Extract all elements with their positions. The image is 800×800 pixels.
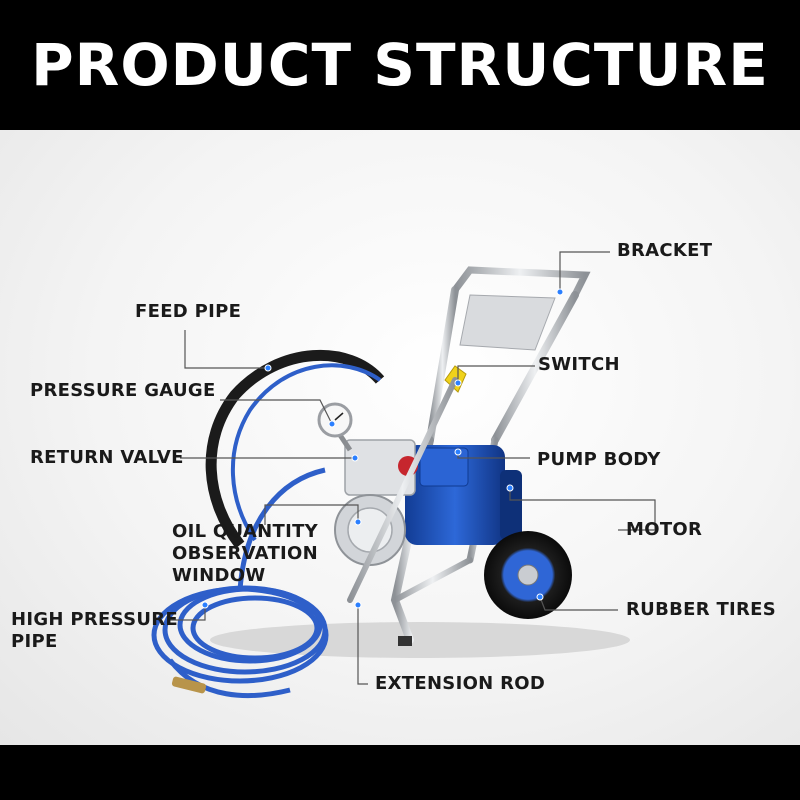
label-pump-body: PUMP BODY [537, 449, 661, 470]
label-oil-window-line1: OIL QUANTITY [172, 521, 318, 542]
label-motor: MOTOR [626, 519, 703, 540]
hose-fitting [171, 676, 207, 694]
paint-sprayer-illustration [151, 251, 656, 699]
label-high-pressure-line1: HIGH PRESSURE [11, 609, 179, 630]
label-oil-window-line3: WINDOW [172, 565, 266, 586]
motor [405, 445, 522, 545]
pressure-gauge [317, 402, 353, 452]
header-banner: PRODUCT STRUCTURE [0, 0, 800, 130]
bracket-plate [459, 294, 556, 351]
high-pressure-hose [151, 467, 329, 699]
label-oil-window-line2: OBSERVATION [172, 543, 319, 564]
label-rubber-tires: RUBBER TIRES [626, 599, 777, 620]
feed-pipe [205, 349, 385, 549]
footer-bar [0, 745, 800, 800]
page-title: PRODUCT STRUCTURE [31, 31, 769, 99]
floor-shadow [210, 622, 630, 658]
return-hose [230, 363, 382, 542]
frame-foot [398, 636, 412, 646]
label-bracket: BRACKET [617, 240, 713, 261]
rubber-tire-wheel [484, 531, 572, 619]
callout-leader-lines [170, 251, 656, 685]
label-high-pressure-line2: PIPE [11, 631, 58, 652]
label-pressure-gauge: PRESSURE GAUGE [30, 380, 216, 401]
callout-dots [201, 288, 564, 609]
label-return-valve: RETURN VALVE [30, 447, 184, 468]
label-extension-rod: EXTENSION ROD [375, 673, 546, 694]
product-illustration-area [0, 130, 800, 745]
label-switch: SWITCH [538, 354, 620, 375]
label-feed-pipe: FEED PIPE [135, 301, 242, 322]
spray-gun-extension-rod [347, 377, 458, 603]
